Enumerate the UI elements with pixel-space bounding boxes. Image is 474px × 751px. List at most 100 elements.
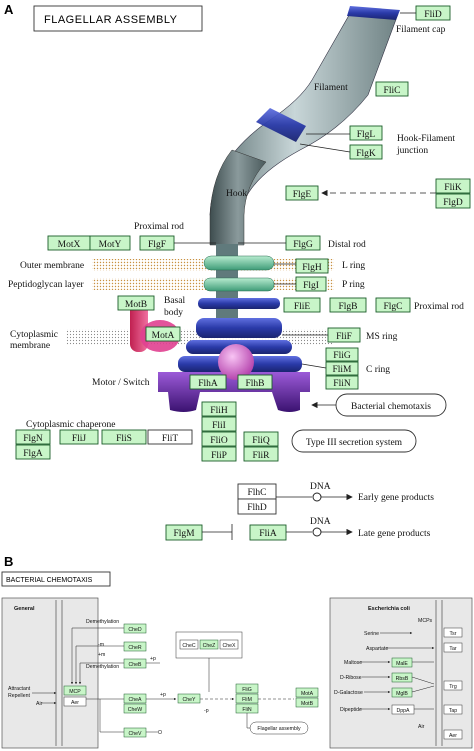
gene-Tar[interactable] (443, 642, 463, 653)
gene-FliM-label: FliM (332, 365, 352, 375)
gene-CheA[interactable] (123, 693, 147, 704)
gene-DppA[interactable] (391, 704, 415, 715)
gene-MotY[interactable] (89, 235, 131, 251)
panel-b-title-box (1, 571, 111, 587)
link-cheb-mcp (78, 662, 124, 685)
gene-CheV-label: CheV (129, 731, 143, 737)
p-node (157, 729, 163, 735)
label-p-ring: P ring (342, 280, 365, 290)
gene-Aer-ecoli-label: Aer (449, 733, 457, 739)
gene-MalE[interactable] (391, 657, 413, 668)
gene-Trg[interactable] (443, 680, 463, 691)
gene-FlgN[interactable] (15, 429, 51, 445)
gene-FliQ[interactable] (243, 431, 279, 447)
label-repellent: Repellent (8, 693, 30, 699)
gene-FliK[interactable] (435, 178, 471, 194)
gene-FliA[interactable] (249, 524, 287, 541)
gene-FliS[interactable] (101, 429, 147, 445)
gene-FliI[interactable] (201, 416, 237, 432)
panel-b-letter: B (4, 554, 13, 569)
gene-MotY-label: MotY (99, 240, 122, 250)
gene-FlgC[interactable] (375, 297, 411, 313)
gene-MglB[interactable] (391, 687, 413, 698)
gene-FliD-label: FliD (424, 10, 442, 20)
gene-Tap[interactable] (443, 704, 463, 715)
gene-FlhC-label: FlhC (247, 488, 266, 498)
gene-MotA-b[interactable] (295, 687, 319, 698)
gene-CheA-label: CheA (129, 697, 143, 703)
gene-FliP[interactable] (201, 446, 237, 462)
gene-FliM[interactable] (325, 361, 359, 376)
gene-FlgA[interactable] (15, 444, 51, 460)
gene-CheV[interactable] (123, 727, 147, 738)
gene-CheW[interactable] (123, 703, 147, 714)
gene-Trg-label: Trg (449, 684, 457, 690)
gene-CheB[interactable] (123, 658, 147, 669)
gene-Tsr-label: Tsr (450, 631, 457, 637)
general-region (1, 597, 99, 749)
gene-MotB[interactable] (117, 295, 155, 311)
gene-CheB-label: CheB (129, 662, 143, 668)
label-plus-p-1: +p (150, 656, 156, 662)
label-filament: Filament (314, 83, 348, 93)
gene-Tsr[interactable] (443, 627, 463, 638)
panel-b-title: BACTERIAL CHEMOTAXIS (6, 577, 93, 584)
gene-FliH[interactable] (201, 401, 237, 417)
gene-FlgM[interactable] (165, 524, 203, 541)
gene-DppA-label: DppA (397, 708, 411, 714)
link-ched-mcp (70, 627, 124, 685)
gene-FlgL[interactable] (349, 125, 383, 141)
gene-FliQ-label: FliQ (252, 436, 270, 446)
gene-CheC-label: CheC (182, 643, 196, 649)
dna-node-2 (312, 527, 322, 537)
gene-CheY[interactable] (177, 693, 201, 704)
gene-FliG-b[interactable] (235, 683, 259, 694)
gene-FliE-label: FliE (294, 302, 311, 312)
label-ms-ring: MS ring (366, 332, 398, 342)
gene-FlhA[interactable] (189, 374, 227, 390)
gene-CheD[interactable] (123, 623, 147, 634)
gene-MotA[interactable] (145, 326, 181, 342)
gene-FliC[interactable] (375, 81, 409, 97)
label-demethylation-1: Demethylation (86, 619, 119, 625)
gene-FlgE[interactable] (285, 185, 319, 201)
gene-RbsB-label: RbsB (396, 676, 409, 682)
gene-FliR[interactable] (243, 446, 279, 462)
gene-FlgD[interactable] (435, 193, 471, 209)
label-motor-switch: Motor / Switch (92, 378, 150, 388)
link-chev (99, 699, 124, 733)
gene-FliN[interactable] (325, 375, 359, 390)
gene-FliJ[interactable] (59, 429, 99, 445)
gene-FlgH[interactable] (295, 258, 329, 274)
gene-CheR[interactable] (123, 641, 147, 652)
label-serine: Serine (364, 631, 379, 637)
gene-FliR-label: FliR (253, 451, 271, 461)
dna-node-1 (312, 492, 322, 502)
gene-FliM-b[interactable] (235, 693, 259, 704)
gene-FlhD[interactable] (237, 498, 277, 515)
gene-FliP-label: FliP (211, 451, 227, 461)
label-hook: Hook (226, 189, 247, 199)
link-cher-mcp (74, 645, 124, 685)
label-plus-m: +m (98, 652, 105, 658)
gene-CheX[interactable] (219, 639, 239, 650)
gene-RbsB[interactable] (391, 672, 413, 683)
gene-FliG[interactable] (325, 347, 359, 362)
gene-Aer[interactable] (63, 696, 87, 707)
gene-FliT[interactable] (147, 429, 193, 445)
gene-MotB-b[interactable] (295, 697, 319, 708)
label-dipeptide: Dipeptide (340, 707, 362, 713)
filament-cap (347, 6, 400, 20)
gene-CheC[interactable] (179, 639, 199, 650)
gene-FlgB[interactable] (329, 297, 367, 313)
gene-FlhB[interactable] (237, 374, 273, 390)
p-ring (203, 277, 275, 292)
gene-MCP[interactable] (63, 685, 87, 696)
type-iii-box[interactable] (291, 429, 417, 453)
gene-FliE[interactable] (283, 297, 321, 313)
gene-CheZ[interactable] (199, 639, 219, 650)
link-rbsb-trg (411, 676, 435, 685)
gene-Aer-ecoli[interactable] (443, 729, 463, 740)
gene-FliO[interactable] (201, 431, 237, 447)
